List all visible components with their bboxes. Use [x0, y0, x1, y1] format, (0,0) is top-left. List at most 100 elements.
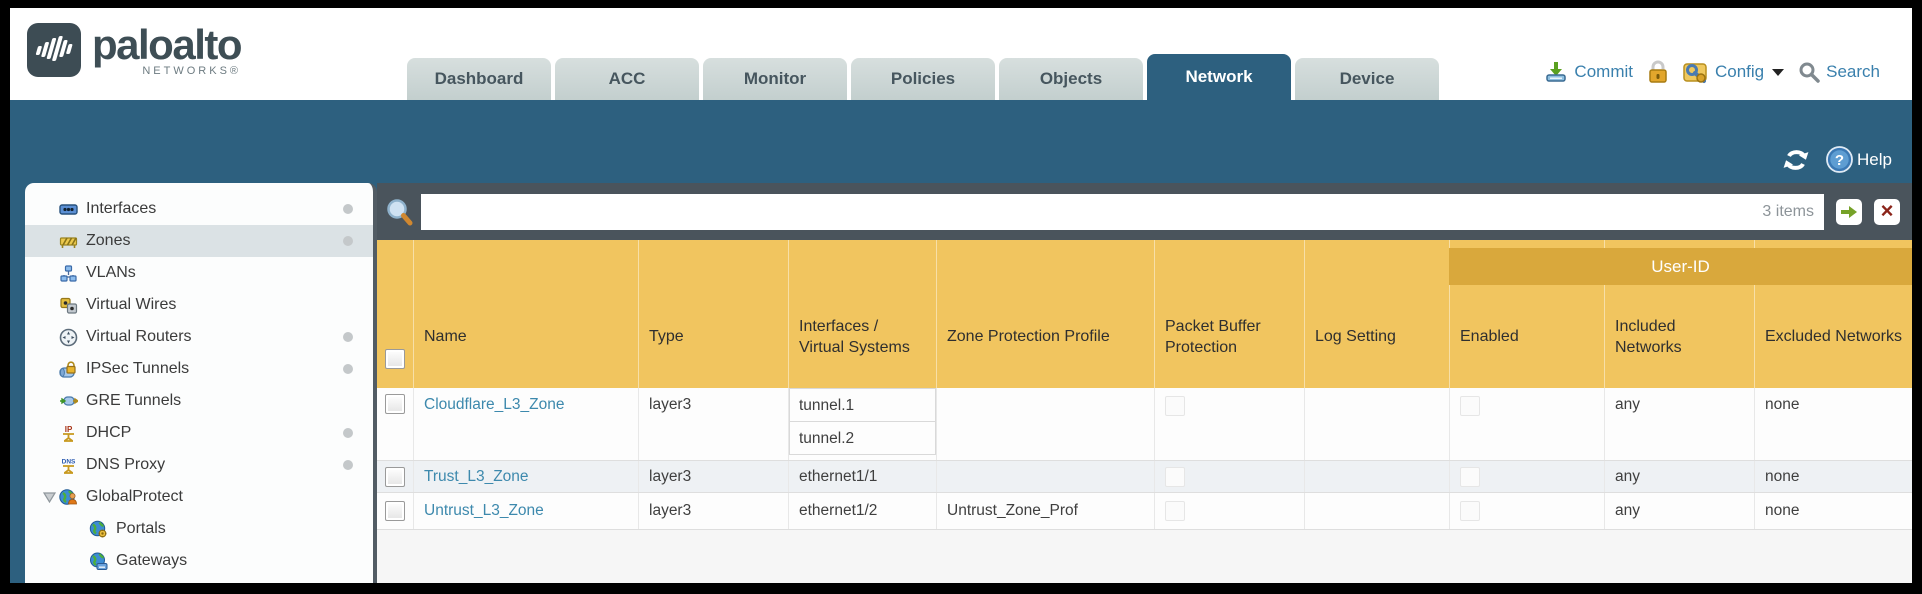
- zone-protection-profile: [936, 388, 1154, 460]
- sidebar-item-dhcp[interactable]: IP DHCP: [25, 417, 373, 449]
- clear-filter-button[interactable]: ×: [1874, 197, 1900, 225]
- select-all-checkbox[interactable]: [385, 349, 405, 369]
- included-networks: any: [1604, 493, 1754, 529]
- row-checkbox[interactable]: [385, 394, 405, 414]
- help-button[interactable]: ? Help: [1826, 146, 1892, 173]
- paloalto-logo: paloalto NETWORKS®: [26, 22, 243, 78]
- sub-header-band: ? Help: [10, 100, 1912, 183]
- sidebar-item-ipsec-tunnels[interactable]: IPSec Tunnels: [25, 353, 373, 385]
- user-id-enabled-checkbox[interactable]: [1460, 501, 1480, 521]
- tab-monitor[interactable]: Monitor: [703, 58, 847, 100]
- sidebar-item-label: Portals: [116, 520, 166, 537]
- virtual-wires-icon: [60, 297, 78, 314]
- item-dot: [343, 460, 353, 470]
- column-header-packet-buffer-protection[interactable]: Packet Buffer Protection: [1154, 240, 1304, 388]
- tab-policies[interactable]: Policies: [851, 58, 995, 100]
- item-dot: [343, 428, 353, 438]
- commit-button[interactable]: Commit: [1544, 60, 1633, 84]
- sidebar-item-virtual-wires[interactable]: Virtual Wires: [25, 289, 373, 321]
- sidebar-item-label: GlobalProtect: [86, 488, 183, 505]
- column-header-excluded-networks[interactable]: Excluded Networks: [1754, 240, 1912, 388]
- sidebar-item-virtual-routers[interactable]: Virtual Routers: [25, 321, 373, 353]
- log-setting: [1304, 493, 1449, 529]
- globalprotect-icon: [59, 488, 77, 505]
- expander-triangle-icon[interactable]: [42, 491, 56, 503]
- user-id-enabled-checkbox[interactable]: [1460, 396, 1480, 416]
- filter-input-box[interactable]: 3 items: [421, 193, 1824, 230]
- column-header-included-networks[interactable]: Included Networks: [1604, 240, 1754, 388]
- select-all-cell: [377, 240, 413, 388]
- table-row: Cloudflare_L3_Zone layer3 tunnel.1 tunne…: [377, 388, 1912, 461]
- filter-input[interactable]: [421, 193, 1763, 230]
- tab-network[interactable]: Network: [1147, 54, 1291, 100]
- config-menu[interactable]: Config: [1683, 60, 1785, 84]
- top-actions: Commit Config: [1544, 60, 1880, 84]
- sidebar-item-label: Zones: [86, 232, 131, 249]
- sidebar-item-globalprotect[interactable]: GlobalProtect: [25, 481, 373, 513]
- gateways-icon: [90, 552, 108, 570]
- tab-device[interactable]: Device: [1295, 58, 1439, 100]
- svg-text:?: ?: [1835, 152, 1844, 169]
- help-label: Help: [1857, 149, 1892, 169]
- main-panel: 3 items × User-ID Name: [377, 183, 1912, 583]
- network-sidebar: Interfaces Zones: [25, 183, 377, 583]
- refresh-icon[interactable]: [1782, 147, 1810, 173]
- filter-bar: 3 items ×: [377, 183, 1912, 240]
- tab-objects[interactable]: Objects: [999, 58, 1143, 100]
- green-arrow-icon: [1841, 205, 1857, 218]
- interface-cell: tunnel.1: [789, 388, 936, 422]
- item-dot: [343, 204, 353, 214]
- zone-name-link[interactable]: Untrust_L3_Zone: [424, 502, 544, 519]
- sidebar-item-portals[interactable]: Portals: [25, 513, 373, 545]
- log-setting: [1304, 461, 1449, 492]
- zone-type: layer3: [638, 461, 788, 492]
- item-dot: [343, 236, 353, 246]
- paloalto-logo-icon: [27, 23, 81, 77]
- packet-buffer-checkbox[interactable]: [1165, 466, 1185, 487]
- sidebar-item-label: Virtual Wires: [86, 296, 177, 313]
- search-button[interactable]: Search: [1798, 61, 1880, 83]
- zones-icon: [59, 236, 78, 248]
- config-icon: [1683, 63, 1707, 83]
- row-checkbox[interactable]: [385, 501, 405, 521]
- tab-acc[interactable]: ACC: [555, 58, 699, 100]
- user-id-enabled-checkbox[interactable]: [1460, 466, 1480, 487]
- sidebar-item-gateways[interactable]: Gateways: [25, 545, 373, 577]
- column-header-type[interactable]: Type: [638, 240, 788, 388]
- sidebar-item-label: GRE Tunnels: [86, 392, 182, 409]
- column-header-log-setting[interactable]: Log Setting: [1304, 240, 1449, 388]
- vlans-icon: [60, 264, 77, 282]
- log-setting: [1304, 388, 1449, 460]
- sidebar-item-interfaces[interactable]: Interfaces: [25, 193, 373, 225]
- table-row: Untrust_L3_Zone layer3 ethernet1/2 Untru…: [377, 493, 1912, 530]
- packet-buffer-checkbox[interactable]: [1165, 501, 1185, 521]
- sidebar-item-label: DHCP: [86, 424, 132, 441]
- column-header-enabled[interactable]: Enabled: [1449, 240, 1604, 388]
- apply-filter-button[interactable]: [1836, 198, 1862, 225]
- sidebar-item-gre-tunnels[interactable]: GRE Tunnels: [25, 385, 373, 417]
- row-checkbox[interactable]: [385, 466, 405, 487]
- item-dot: [343, 364, 353, 374]
- interface-cell: tunnel.2: [789, 421, 936, 455]
- chevron-down-icon: [1772, 68, 1785, 76]
- zone-name-link[interactable]: Cloudflare_L3_Zone: [424, 396, 565, 413]
- item-count-label: 3 items: [1762, 202, 1814, 220]
- search-label: Search: [1826, 62, 1880, 81]
- table-row: Trust_L3_Zone layer3 ethernet1/1 any non…: [377, 461, 1912, 493]
- zones-table-header: User-ID Name Type Interfaces / Virtual S…: [377, 240, 1912, 388]
- column-header-interfaces[interactable]: Interfaces / Virtual Systems: [788, 240, 936, 388]
- sidebar-item-dns-proxy[interactable]: DNS DNS Proxy: [25, 449, 373, 481]
- sidebar-item-label: Virtual Routers: [86, 328, 192, 345]
- virtual-routers-icon: [59, 328, 78, 346]
- zone-name-link[interactable]: Trust_L3_Zone: [424, 467, 529, 485]
- clear-x-icon: ×: [1880, 197, 1894, 223]
- included-networks: any: [1604, 388, 1754, 460]
- sidebar-item-zones[interactable]: Zones: [25, 225, 373, 257]
- column-header-zone-protection-profile[interactable]: Zone Protection Profile: [936, 240, 1154, 388]
- tab-dashboard[interactable]: Dashboard: [407, 58, 551, 100]
- packet-buffer-checkbox[interactable]: [1165, 396, 1185, 416]
- sidebar-item-vlans[interactable]: VLANs: [25, 257, 373, 289]
- lock-icon[interactable]: [1647, 60, 1669, 84]
- column-header-name[interactable]: Name: [413, 240, 638, 388]
- search-icon: [1799, 62, 1820, 83]
